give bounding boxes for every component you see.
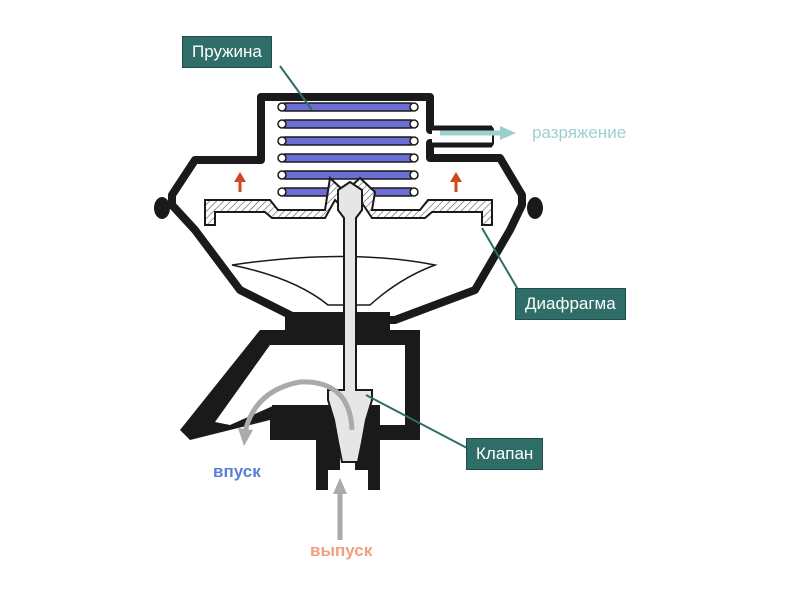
bolt-left xyxy=(154,197,170,219)
callout-diaphragm: Диафрагма xyxy=(515,288,626,320)
diaphragm-cup xyxy=(231,255,438,306)
label-exhaust: выпуск xyxy=(310,541,373,560)
label-vacuum: разряжение xyxy=(532,123,627,142)
mounting-flange xyxy=(285,312,390,330)
callout-spring: Пружина xyxy=(182,36,272,68)
vacuum-arrow xyxy=(440,126,516,140)
gas-flow xyxy=(238,379,355,540)
callout-leaders xyxy=(279,65,524,449)
callout-valve: Клапан xyxy=(466,438,544,470)
label-intake: впуск xyxy=(213,462,261,481)
spring xyxy=(277,102,419,197)
force-arrows xyxy=(234,172,462,192)
bolt-right xyxy=(527,197,543,219)
